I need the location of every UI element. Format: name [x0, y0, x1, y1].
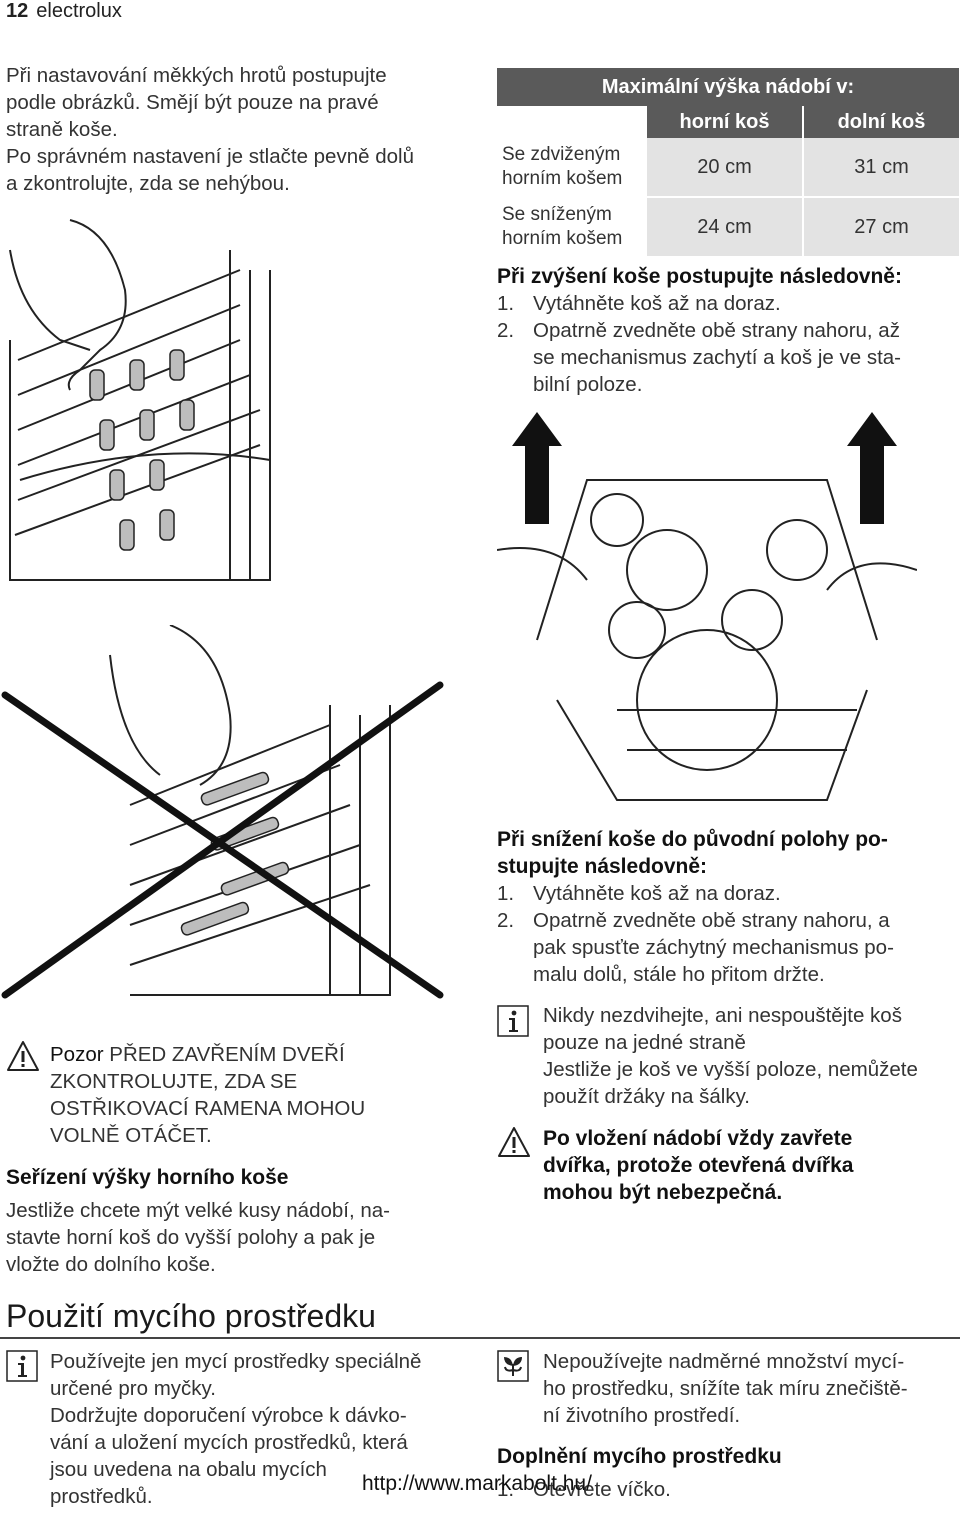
- raise-step-1: 1. Vytáhněte koš až na doraz.: [497, 292, 781, 315]
- lower-step-2: 2. Opatrně zvedněte obě strany nahoru, a…: [497, 909, 894, 986]
- footer-url: http://www.markabolt.hu/: [362, 1472, 592, 1495]
- lower-step-1: 1. Vytáhněte koš až na doraz.: [497, 882, 781, 905]
- height-adjust-heading: Seřízení výšky horního koše: [6, 1166, 289, 1189]
- info-basket-text: Nikdy nezdvihejte, ani nespouštějte koš …: [543, 1004, 918, 1108]
- environment-leaf-icon: [497, 1350, 529, 1382]
- intro-line: a zkontrolujte, zda se nehýbou.: [6, 172, 290, 195]
- raise-heading: Při zvýšení koše postupujte následovně:: [497, 265, 902, 288]
- detergent-info-text: Používejte jen mycí prostředky speciálně…: [50, 1350, 422, 1508]
- arrow-up-icon: [512, 412, 562, 524]
- page-number: 12: [6, 0, 29, 22]
- intro-text: Při nastavování měkkých hrotů postupujte…: [6, 62, 414, 197]
- raise-step-2: 2. Opatrně zvedněte obě strany nahoru, a…: [497, 319, 902, 396]
- basket-tines-correct-illustration: [9, 219, 271, 581]
- page-header: 12 electrolux: [6, 0, 122, 23]
- lower-instructions: Při snížení koše do původní polohy po- s…: [497, 826, 959, 986]
- caution-word: Pozor: [50, 1043, 104, 1066]
- caution-text: Pozor PŘED ZAVŘENÍM DVEŘÍ ZKONTROLUJTE, …: [50, 1043, 366, 1147]
- refill-heading: Doplnění mycího prostředku: [497, 1445, 782, 1468]
- intro-line: Při nastavování měkkých hrotů postupujte: [6, 64, 387, 87]
- table-cell: 24 cm: [647, 196, 803, 256]
- table-cell: 27 cm: [802, 196, 959, 256]
- intro-line: podle obrázků. Smějí být pouze na pravé: [6, 91, 379, 114]
- arrow-up-icon: [847, 412, 897, 524]
- col-lower-basket: dolní koš: [802, 106, 959, 138]
- info-icon: [6, 1350, 38, 1382]
- divider: [0, 1337, 960, 1339]
- height-adjust-text: Jestliže chcete mýt velké kusy nádobí, n…: [6, 1199, 390, 1276]
- brand-name: electrolux: [36, 0, 122, 22]
- max-height-table: Maximální výška nádobí v: horní koš doln…: [497, 68, 959, 256]
- refill-step-1: 1. Otevřete víčko.: [497, 1478, 671, 1501]
- basket-raise-illustration: [497, 479, 917, 801]
- table-title: Maximální výška nádobí v:: [497, 68, 959, 106]
- section-title: Použití mycího prostředku: [6, 1298, 376, 1334]
- basket-tines-wrong-illustration: [1, 625, 444, 999]
- warning-triangle-icon: [498, 1127, 530, 1157]
- intro-line: Po správném nastavení je stlačte pevně d…: [6, 145, 414, 168]
- table-cell: 31 cm: [802, 138, 959, 197]
- warning-triangle-icon: [7, 1041, 39, 1071]
- col-upper-basket: horní koš: [647, 106, 803, 138]
- raise-instructions: Při zvýšení koše postupujte následovně: …: [497, 263, 959, 396]
- info-icon: [497, 1005, 529, 1037]
- lower-heading: Při snížení koše do původní polohy po- s…: [497, 828, 888, 878]
- intro-line: straně koše.: [6, 118, 118, 141]
- detergent-env-text: Nepoužívejte nadměrné množství mycí- ho …: [543, 1350, 908, 1427]
- table-cell: 20 cm: [647, 138, 803, 197]
- warning-door-text: Po vložení nádobí vždy zavřete dvířka, p…: [543, 1127, 854, 1204]
